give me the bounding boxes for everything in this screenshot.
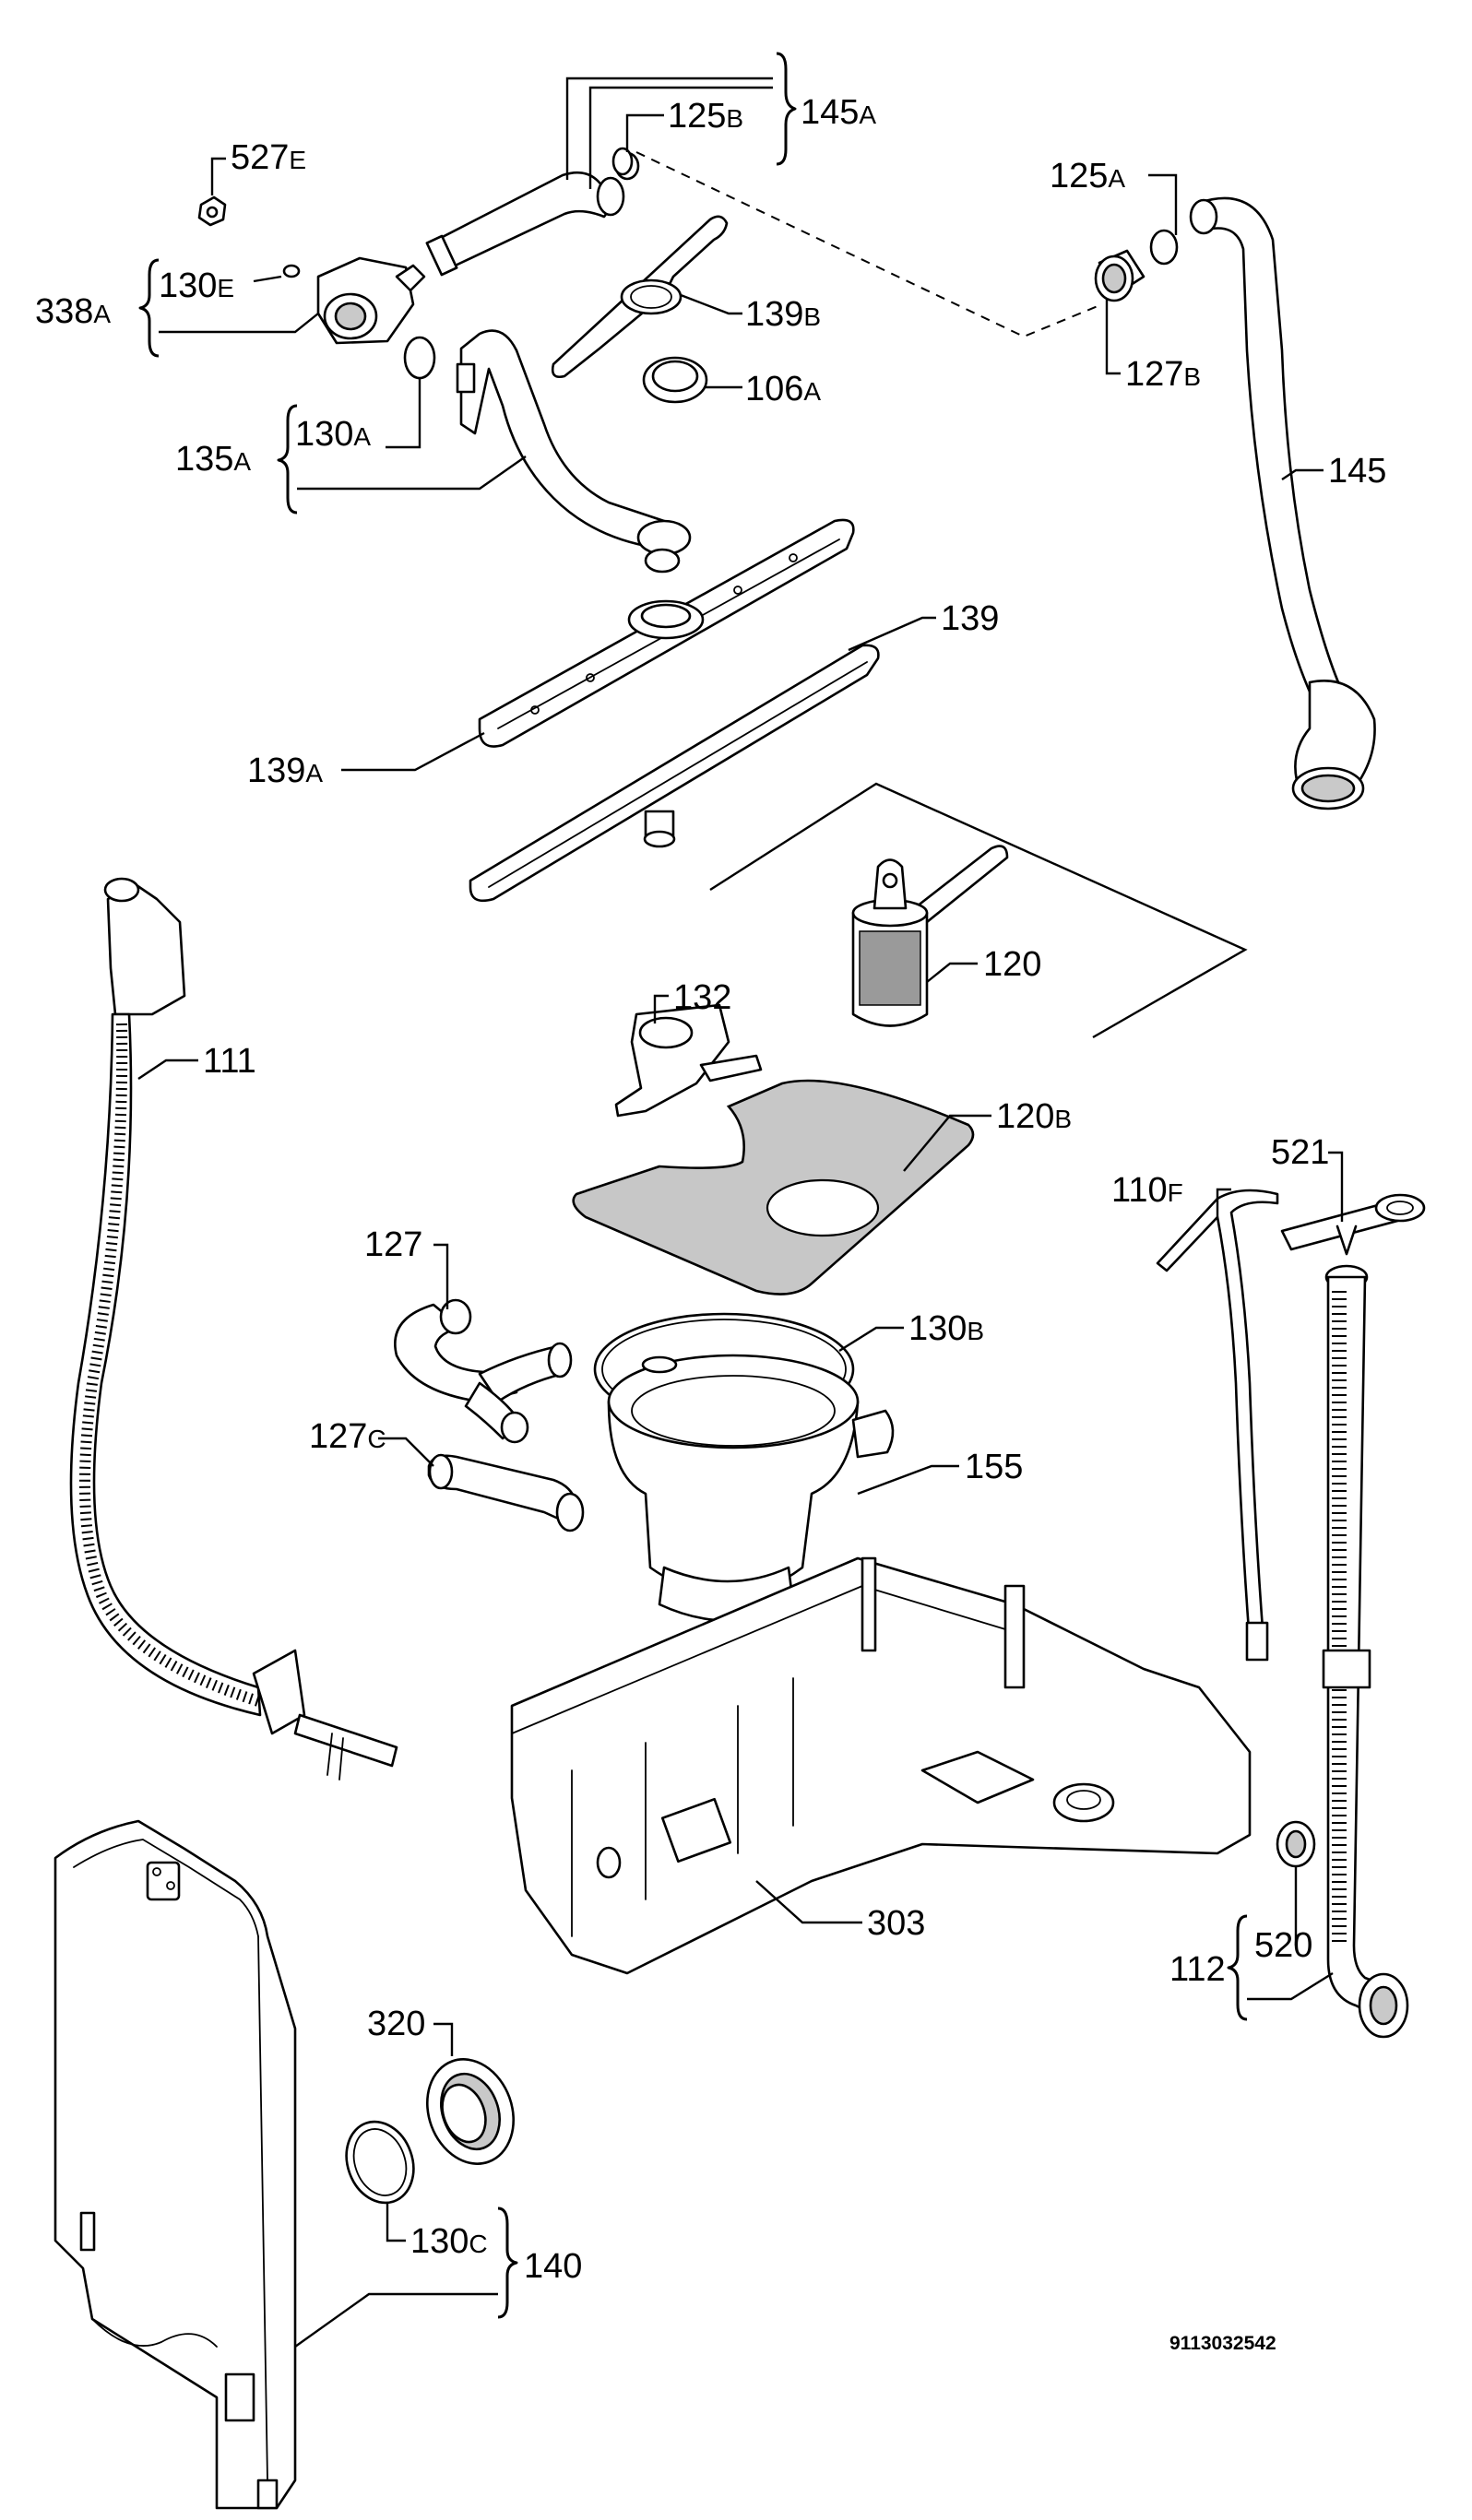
filter-120 — [851, 845, 1009, 1027]
leader-lines — [137, 52, 1344, 2348]
label-125b: 125B — [668, 97, 743, 136]
ring-125a — [1149, 229, 1179, 266]
label-140: 140 — [524, 2247, 582, 2286]
grommet-520 — [1276, 1820, 1316, 1868]
oring-130a — [403, 336, 436, 380]
lower-spray-arm-139 — [469, 644, 880, 903]
label-521: 521 — [1271, 1133, 1329, 1172]
upper-spray-arm-139b — [551, 215, 729, 378]
drawing-code: 9113032542 — [1169, 2333, 1276, 2354]
part-132 — [614, 1003, 763, 1118]
label-120: 120 — [983, 945, 1041, 984]
lower-spray-arm-139a — [478, 518, 855, 748]
thin-hose-110f — [1156, 1189, 1279, 1662]
label-120b: 120B — [996, 1097, 1072, 1136]
sump-155 — [607, 1354, 895, 1622]
bent-tube-135a — [456, 329, 692, 574]
label-125a: 125A — [1050, 157, 1125, 195]
oring-125b — [611, 147, 634, 176]
label-130c: 130C — [410, 2222, 488, 2261]
base-tray-303 — [510, 1556, 1252, 1975]
elbow-pipe-127 — [394, 1298, 573, 1444]
label-320: 320 — [367, 2005, 425, 2043]
label-520: 520 — [1254, 1926, 1312, 1965]
label-139a: 139A — [247, 751, 323, 790]
inlet-hose-111 — [69, 877, 398, 1781]
part-labels: 145A 125B 527E 125A 338A 130E 139B 127B … — [35, 93, 1386, 2354]
label-127c: 127C — [309, 1417, 386, 1456]
clip-521 — [1280, 1193, 1426, 1256]
oring-130e — [282, 264, 301, 278]
drain-hose-145 — [1189, 196, 1376, 810]
label-155: 155 — [965, 1448, 1023, 1486]
label-127b: 127B — [1125, 355, 1201, 394]
label-112: 112 — [1169, 1950, 1226, 1989]
ring-106a — [642, 356, 708, 404]
label-130e: 130E — [159, 266, 234, 305]
drain-pipe-112 — [1322, 1264, 1409, 2039]
fitting-127b — [1094, 249, 1146, 302]
label-303: 303 — [867, 1904, 925, 1943]
ring-320 — [425, 2058, 516, 2165]
label-111: 111 — [203, 1042, 256, 1081]
label-132: 132 — [673, 978, 731, 1017]
label-139: 139 — [941, 599, 999, 638]
label-338a: 338A — [35, 292, 111, 331]
label-527e: 527E — [231, 138, 306, 177]
connector-338a — [316, 256, 426, 345]
flat-filter-120b — [572, 1079, 975, 1295]
label-135a: 135A — [175, 440, 251, 479]
upper-feed-tube-145a — [425, 151, 640, 277]
label-110f: 110F — [1111, 1171, 1183, 1210]
container-140 — [53, 1819, 297, 2510]
label-145a: 145A — [801, 93, 876, 132]
label-130a: 130A — [295, 415, 371, 454]
label-139b: 139B — [745, 295, 821, 334]
label-130b: 130B — [908, 1309, 984, 1348]
label-127: 127 — [364, 1225, 422, 1264]
seal-130c — [345, 2120, 415, 2205]
label-106a: 106A — [745, 370, 821, 408]
label-145: 145 — [1328, 452, 1386, 491]
pipe-127c — [427, 1453, 585, 1532]
nut-527e — [197, 195, 227, 227]
